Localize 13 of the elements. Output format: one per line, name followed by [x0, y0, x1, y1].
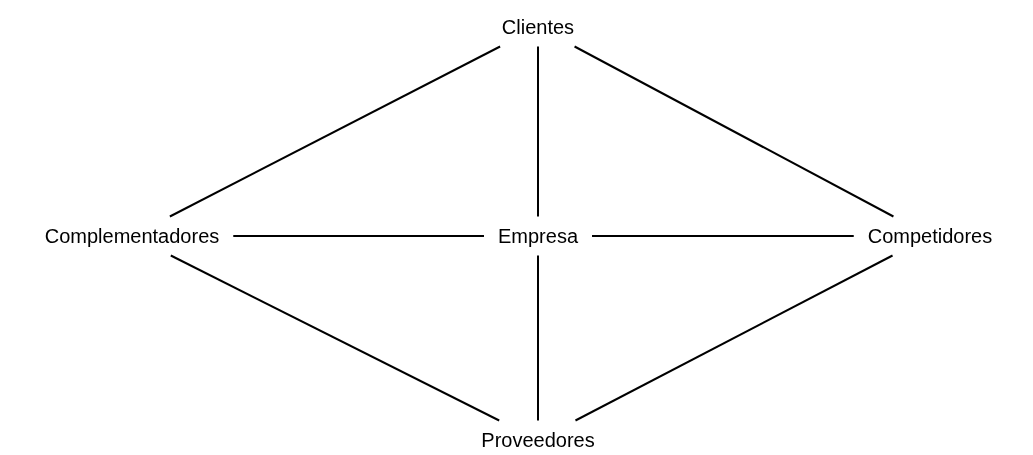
connector-line [232, 235, 485, 237]
connector-line [591, 235, 855, 237]
connector-line [169, 254, 501, 422]
connector-line [537, 45, 539, 218]
connector-line [573, 45, 895, 218]
node-label: Proveedores [467, 420, 609, 455]
node-label: Clientes [487, 7, 589, 47]
connector-line [574, 254, 894, 422]
node-label: Competidores [853, 216, 1007, 256]
connector-line [168, 45, 502, 218]
connector-line [537, 254, 539, 422]
node-label: Empresa [484, 216, 592, 256]
node-label: Complementadores [30, 216, 234, 256]
